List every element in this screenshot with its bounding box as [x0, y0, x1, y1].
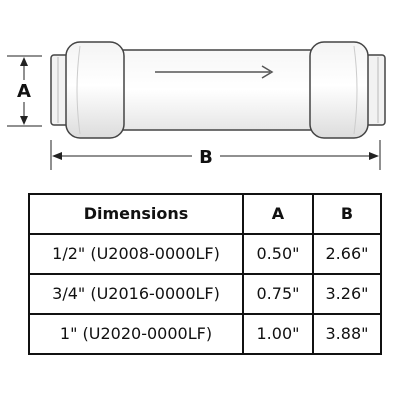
dimension-b-label: B — [199, 147, 213, 168]
size-cell: 1/2" (U2008-0000LF) — [28, 233, 244, 275]
b-value-cell: 3.88" — [312, 313, 382, 355]
size-cell: 3/4" (U2016-0000LF) — [28, 273, 244, 315]
header-b: B — [312, 193, 382, 235]
b-value-cell: 2.66" — [312, 233, 382, 275]
header-a: A — [242, 193, 314, 235]
table-row: 3/4" (U2016-0000LF) 0.75" 3.26" — [28, 273, 382, 315]
table-row: 1/2" (U2008-0000LF) 0.50" 2.66" — [28, 233, 382, 275]
b-value-cell: 3.26" — [312, 273, 382, 315]
dimension-b: B — [50, 140, 381, 170]
coupling-diagram: A B — [0, 0, 400, 185]
dimensions-table: Dimensions A B 1/2" (U2008-0000LF) 0.50"… — [28, 193, 382, 355]
table-row: 1" (U2020-0000LF) 1.00" 3.88" — [28, 313, 382, 355]
dimension-a-label: A — [17, 81, 31, 102]
coupling-body — [114, 49, 321, 131]
size-cell: 1" (U2020-0000LF) — [28, 313, 244, 355]
left-end-cap — [65, 41, 125, 139]
a-value-cell: 0.75" — [242, 273, 314, 315]
right-end-cap — [309, 41, 369, 139]
header-dimensions: Dimensions — [28, 193, 244, 235]
table-header-row: Dimensions A B — [28, 193, 382, 235]
coupling-drawing: A B — [7, 41, 386, 170]
a-value-cell: 0.50" — [242, 233, 314, 275]
a-value-cell: 1.00" — [242, 313, 314, 355]
flow-arrow — [155, 65, 274, 79]
dimension-a: A — [7, 55, 42, 127]
